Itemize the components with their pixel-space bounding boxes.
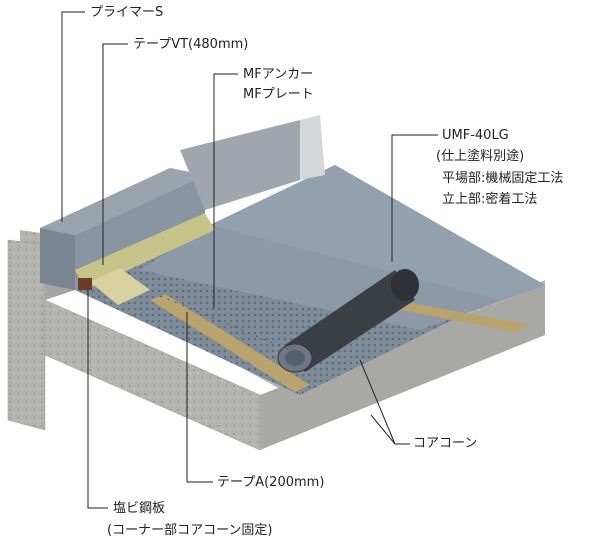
label-primer: プライマーS: [90, 5, 164, 20]
pvc-steel-plate: [78, 278, 92, 290]
label-anchor-1: MFアンカー: [243, 67, 314, 82]
parapet-wall-front: [40, 228, 75, 290]
label-anchor-2: MFプレート: [243, 87, 314, 102]
parapet-left: [7, 239, 46, 431]
leader-lines: [61, 11, 438, 509]
tape-vt-strip: [75, 213, 215, 290]
tape-a-strip: [150, 294, 310, 392]
label-sheet-3: 平場部:機械固定工法: [442, 171, 564, 186]
label-pvc-2: (コーナー部コアコーン固定): [107, 523, 273, 538]
label-tape-a: テープA(200mm): [217, 475, 325, 490]
label-core-cone: コアコーン: [413, 436, 478, 451]
sheet-roll: [277, 269, 419, 373]
label-pvc-1: 塩ビ鋼板: [113, 501, 166, 516]
tape-a-strip-2: [380, 300, 530, 332]
label-sheet-2: (仕上塗料別途): [436, 149, 525, 164]
label-sheet-4: 立上部:密着工法: [442, 192, 538, 207]
back-wall-front: [180, 120, 300, 210]
label-tape-vt: テープVT(480mm): [133, 37, 249, 52]
label-sheet-1: UMF-40LG: [442, 128, 509, 143]
parapet-wall-face: [40, 168, 205, 235]
slab-right-face: [260, 285, 545, 450]
